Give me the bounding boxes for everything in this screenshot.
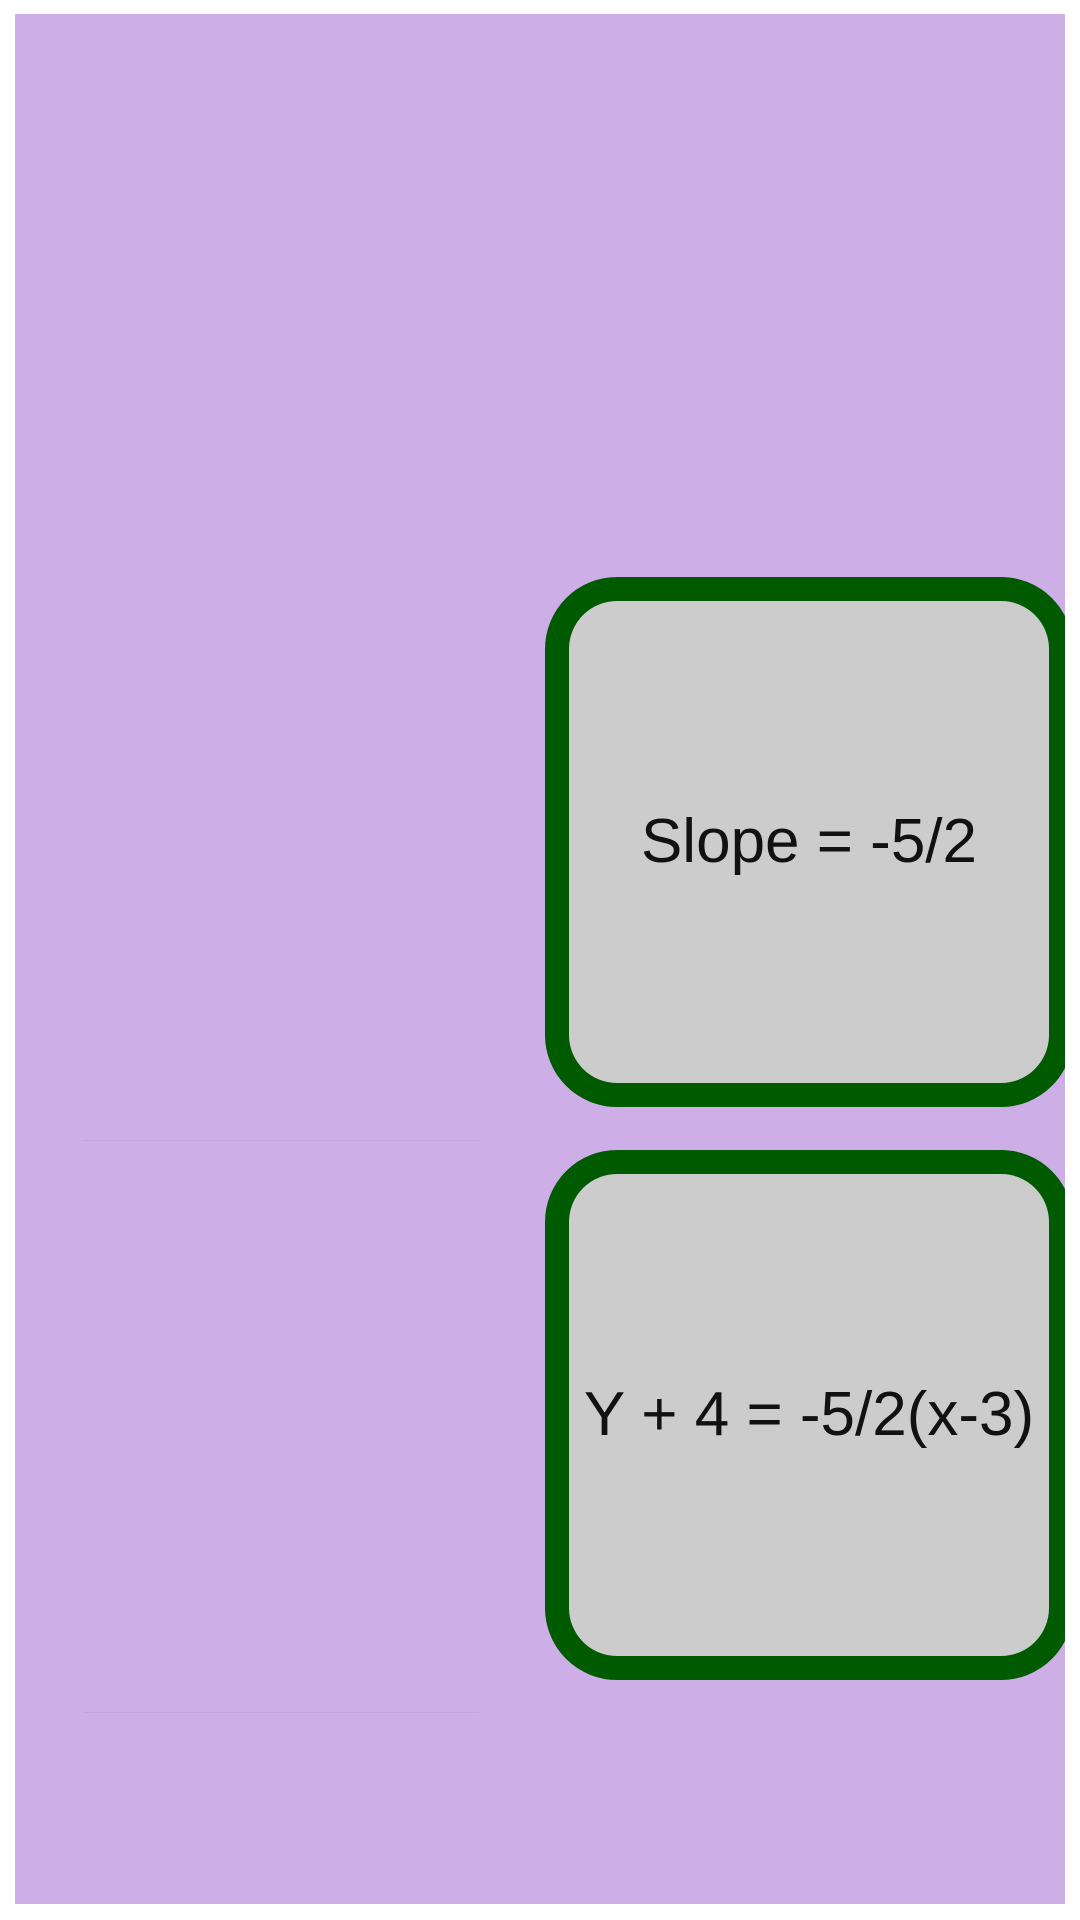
matching-board: Slope = -5/2 Y + 4 = -5/2(x-3) (15, 14, 1065, 1904)
drop-slot-line (83, 1140, 479, 1141)
card-label: Y + 4 = -5/2(x-3) (583, 1380, 1035, 1449)
drop-slot-line (83, 1712, 479, 1713)
answer-card-slope[interactable]: Slope = -5/2 (545, 577, 1065, 1107)
card-label: Slope = -5/2 (640, 807, 978, 876)
answer-card-equation[interactable]: Y + 4 = -5/2(x-3) (545, 1150, 1065, 1680)
